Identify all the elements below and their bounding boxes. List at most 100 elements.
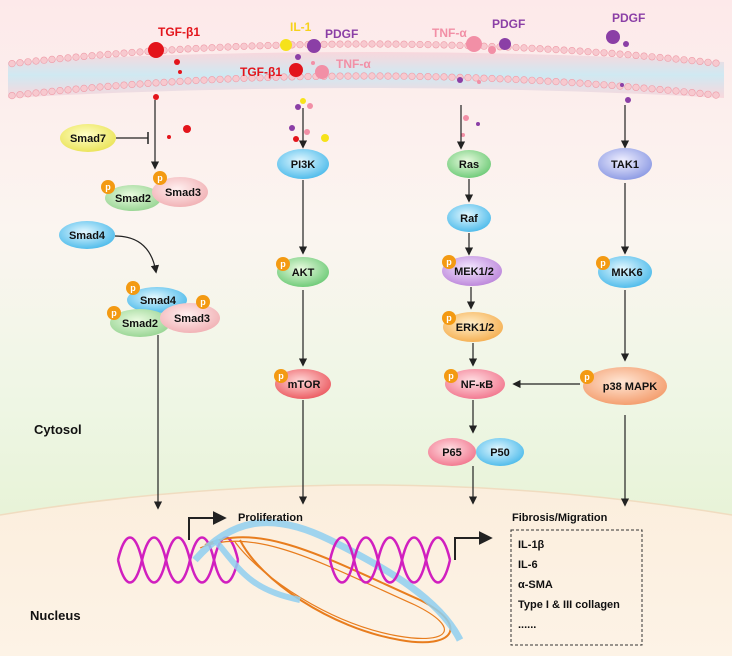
- lipid-head: [144, 79, 152, 87]
- lipid-head: [352, 72, 360, 80]
- lipid-head: [256, 42, 264, 50]
- gene-list-item: ......: [518, 619, 536, 631]
- lipid-head: [440, 73, 448, 81]
- lipid-head: [88, 84, 96, 92]
- lipid-head: [624, 51, 632, 59]
- lipid-head: [32, 89, 40, 97]
- nucleus-label: Nucleus: [30, 608, 81, 623]
- lipid-head: [168, 46, 176, 54]
- lipid-head: [536, 45, 544, 53]
- lipid-head: [168, 78, 176, 86]
- lipid-head: [408, 72, 416, 80]
- transcription-arrow: [188, 511, 227, 540]
- lipid-head: [440, 41, 448, 49]
- phospho-badge: p: [442, 311, 456, 325]
- lipid-head: [376, 72, 384, 80]
- tnf-ligand-dot: [466, 36, 482, 52]
- lipid-head: [400, 72, 408, 80]
- lipid-head: [696, 57, 704, 66]
- svg-text:p: p: [157, 173, 163, 183]
- lipid-head: [640, 84, 648, 92]
- tnf-ligand-dot: [315, 65, 329, 79]
- lipid-head: [128, 80, 136, 89]
- lipid-head: [152, 79, 160, 87]
- phospho-badge: p: [580, 370, 594, 384]
- lipid-head: [456, 41, 464, 50]
- node-label: TAK1: [611, 159, 639, 171]
- phospho-markers: p p p p p p p p p p p p: [101, 171, 610, 384]
- lipid-head: [248, 74, 256, 82]
- node-p65: P65: [428, 438, 476, 466]
- node-ras: Ras: [447, 150, 491, 178]
- ligand-label-pdgf: PDGF: [492, 17, 525, 31]
- lipid-head: [48, 87, 56, 95]
- phospho-badge: p: [153, 171, 167, 185]
- lipid-head: [264, 41, 272, 50]
- lipid-head: [104, 82, 112, 90]
- lipid-head: [120, 49, 128, 57]
- gene-list-item: IL-6: [518, 559, 538, 571]
- lipid-head: [176, 45, 184, 54]
- lipid-head: [632, 83, 640, 91]
- lipid-head: [384, 40, 392, 48]
- lipid-head: [368, 40, 376, 48]
- lipid-head: [272, 41, 280, 49]
- pathway-arrows: [114, 100, 630, 510]
- node-label: Smad2: [122, 318, 158, 330]
- lipid-head: [64, 86, 72, 94]
- lipid-head: [40, 56, 48, 64]
- lipid-head: [568, 46, 576, 55]
- node-erk: ERK1/2: [443, 312, 503, 342]
- node-label: Ras: [459, 159, 479, 171]
- lipid-head: [672, 87, 680, 95]
- lipid-head: [648, 85, 656, 93]
- lipid-head: [352, 40, 360, 48]
- lipid-head: [536, 77, 544, 85]
- svg-text:p: p: [200, 297, 206, 307]
- svg-text:p: p: [446, 313, 452, 323]
- node-smad3-complex: Smad3: [160, 303, 220, 333]
- phospho-badge: p: [196, 295, 210, 309]
- node-smad4: Smad4: [59, 221, 115, 249]
- lipid-head: [608, 81, 616, 89]
- lipid-head: [344, 40, 352, 48]
- lipid-head: [240, 74, 248, 82]
- cytosol-label: Cytosol: [34, 422, 82, 437]
- node-raf: Raf: [447, 204, 491, 232]
- lipid-head: [216, 75, 224, 83]
- lipid-head: [136, 80, 144, 88]
- lipid-head: [552, 77, 560, 86]
- svg-text:p: p: [111, 308, 117, 318]
- node-label: PI3K: [291, 159, 316, 171]
- node-label: ERK1/2: [456, 322, 495, 334]
- lipid-head: [464, 73, 472, 82]
- node-label: Smad2: [115, 193, 151, 205]
- lipid-head: [304, 72, 312, 81]
- lipid-head: [208, 44, 216, 52]
- lipid-head: [8, 59, 16, 68]
- lipid-head: [584, 48, 592, 56]
- lipid-head: [432, 73, 440, 81]
- lipid-head: [232, 42, 240, 51]
- lipid-head: [688, 88, 696, 97]
- lipid-head: [336, 72, 344, 80]
- lipid-head: [120, 81, 128, 89]
- phospho-badge: p: [107, 306, 121, 320]
- lipid-head: [256, 74, 264, 82]
- lipid-head: [376, 40, 384, 48]
- tnf-ligand-dot: [488, 46, 496, 54]
- lipid-head: [248, 42, 256, 50]
- lipid-head: [16, 91, 24, 99]
- node-label: AKT: [292, 267, 315, 279]
- lipid-head: [336, 40, 344, 48]
- lipid-head: [360, 72, 368, 80]
- lipid-head: [512, 43, 520, 52]
- lipid-head: [600, 49, 608, 57]
- lipid-head: [504, 75, 512, 83]
- lipid-head: [496, 75, 504, 83]
- svg-text:p: p: [278, 371, 284, 381]
- lipid-head: [184, 45, 192, 53]
- lipid-head: [616, 50, 624, 58]
- lipid-head: [344, 72, 352, 80]
